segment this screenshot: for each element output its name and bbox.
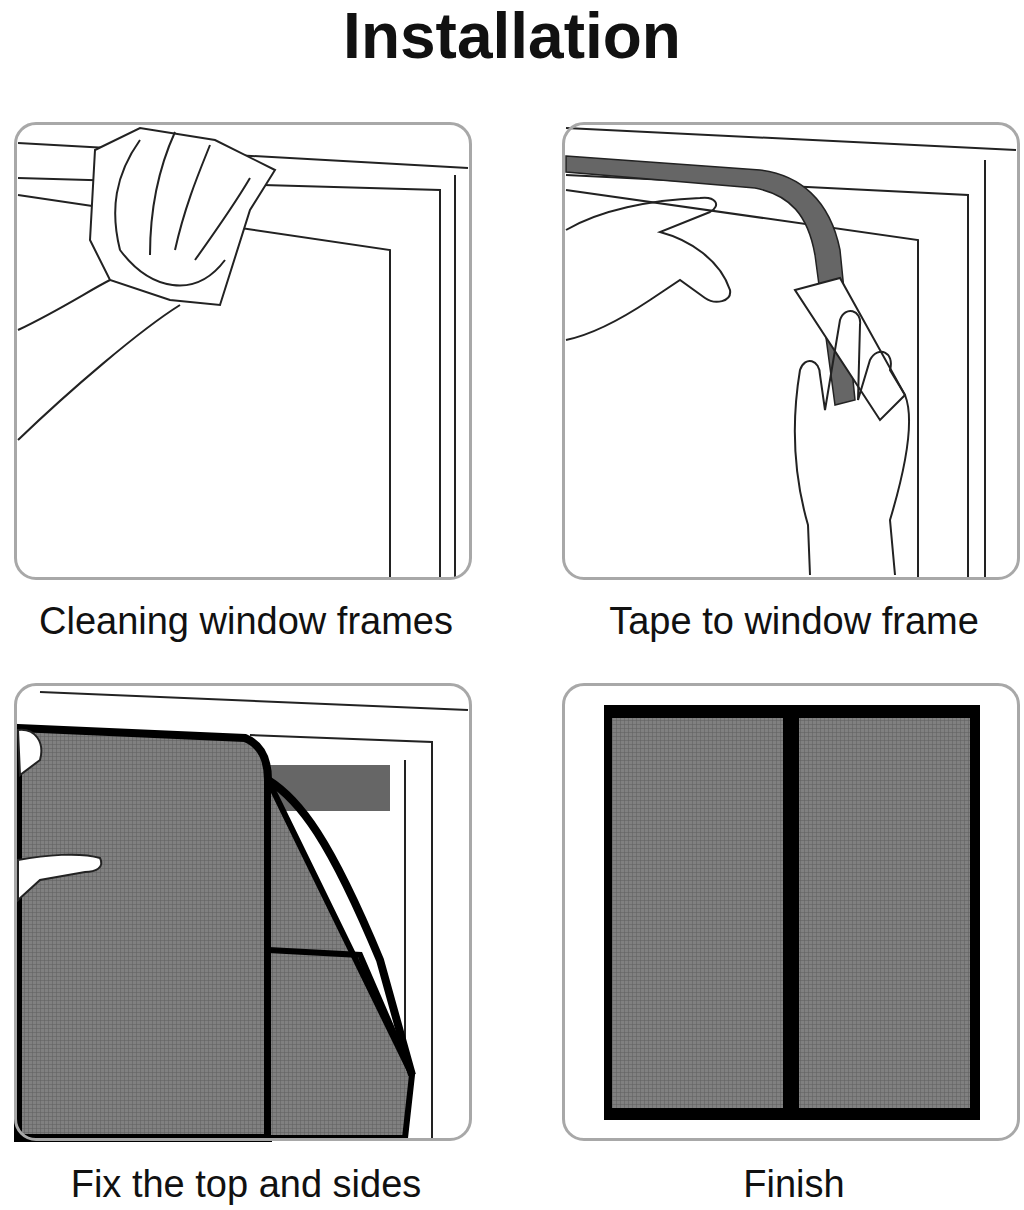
step-panel: Cleaning window frames bbox=[14, 122, 472, 580]
step-panel: Finish bbox=[562, 683, 1020, 1141]
hand-with-cloth bbox=[18, 128, 275, 440]
step-panel: Tape to window frame bbox=[562, 122, 1020, 580]
adhesive-tape bbox=[566, 156, 905, 420]
finished-screen bbox=[604, 705, 980, 1120]
window-frame bbox=[566, 128, 1016, 578]
step-caption: Cleaning window frames bbox=[39, 601, 453, 641]
step-caption: Finish bbox=[743, 1164, 844, 1204]
hands bbox=[566, 198, 909, 575]
mesh-screen bbox=[18, 728, 412, 1138]
step-caption: Tape to window frame bbox=[609, 601, 979, 641]
step-panel: Fix the top and sides bbox=[14, 683, 472, 1141]
hands bbox=[18, 730, 101, 900]
diagram-title: Installation bbox=[0, 0, 1024, 72]
step-caption: Fix the top and sides bbox=[71, 1164, 422, 1204]
